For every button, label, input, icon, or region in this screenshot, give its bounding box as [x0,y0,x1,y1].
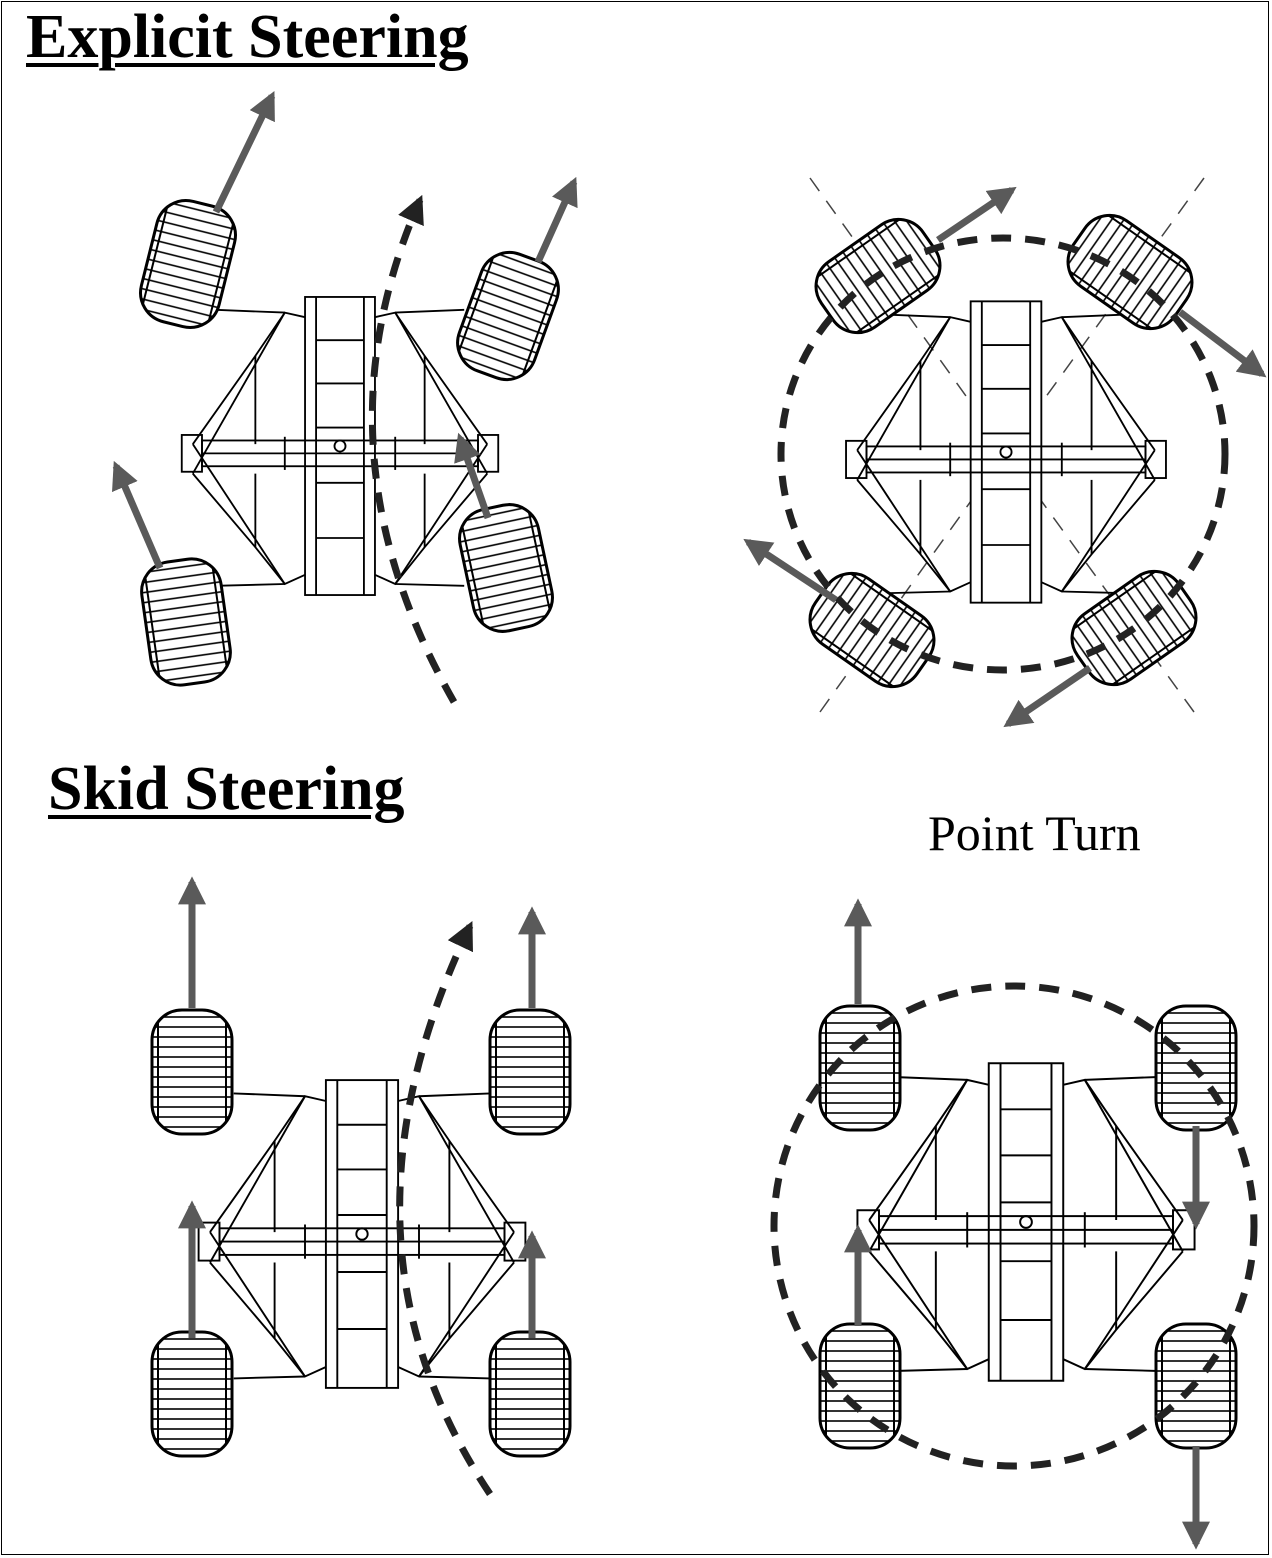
panel-skid-curve [152,882,570,1494]
wheel-front-left [134,194,242,334]
wheel-direction-arrow [1008,668,1090,724]
panel-explicit-curve [116,96,574,702]
rover-chassis [199,1080,526,1388]
wheel-direction-arrow [116,466,160,568]
turn-path-arrow [372,200,454,702]
panel-explicit-point [748,178,1262,724]
wheel-direction-arrow [538,182,574,262]
wheel-rear-left [152,1332,232,1456]
rover-chassis [846,301,1166,602]
wheel-direction-arrow [938,190,1012,240]
wheel-rear-right [490,1332,570,1456]
wheel-rear-right [454,499,558,637]
rover-chassis [857,1063,1194,1381]
wheel-front-right [1056,204,1203,341]
wheel-direction-arrow [748,542,836,600]
wheel-rear-left [138,555,234,689]
wheel-front-right [449,244,567,388]
turn-path-arrow [400,926,490,1494]
wheel-direction-arrow [216,96,272,212]
panel-skid-point [774,904,1254,1544]
rover-chassis [182,297,498,595]
wheel-front-left [152,1010,232,1134]
wheel-front-right [490,1010,570,1134]
